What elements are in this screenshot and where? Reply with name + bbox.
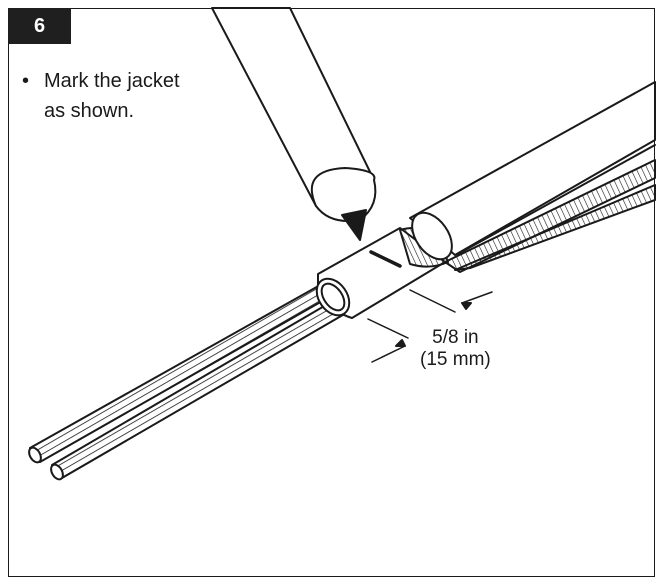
outer-jacket [409,81,656,261]
instruction-text: • Mark the jacket as shown. [22,66,180,126]
dimension-metric: (15 mm) [420,349,491,370]
jacket-mark [369,250,402,268]
step-number: 6 [33,14,46,37]
instruction-line-2: as shown. [44,100,135,122]
dimension-label: 5/8 in (15 mm) [420,327,491,371]
bullet-icon: • [22,70,30,92]
step-number-badge: 6 [8,8,71,44]
instruction-line-1: Mark the jacket [44,70,180,92]
conductor-wires [28,283,349,481]
marker-pen [211,7,377,241]
dimension-imperial: 5/8 in [432,327,479,348]
dimension-arrows [367,289,493,363]
